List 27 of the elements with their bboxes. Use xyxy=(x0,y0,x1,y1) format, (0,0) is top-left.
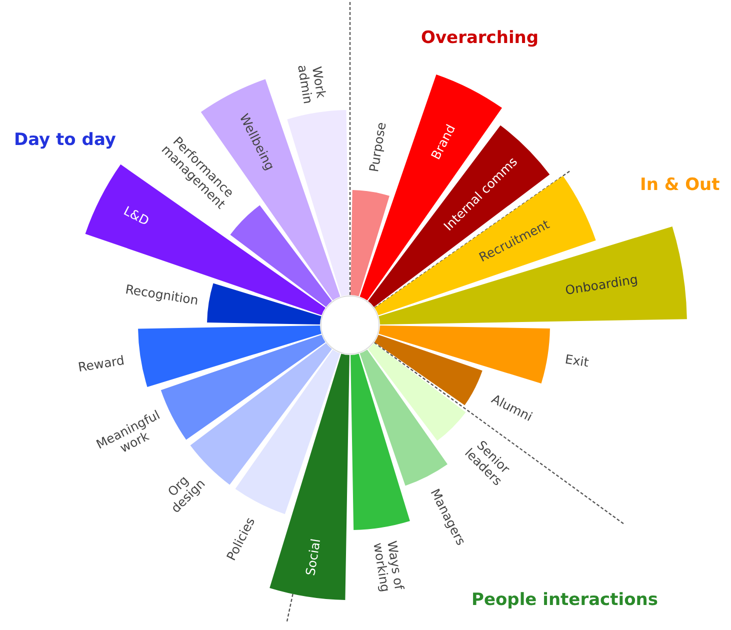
bar-label: Onboarding xyxy=(564,272,640,298)
radial-bar xyxy=(350,190,390,296)
bar-label: Exit xyxy=(564,352,590,370)
radial-bar xyxy=(378,326,550,384)
radial-bar xyxy=(287,110,350,296)
bar-label: Social xyxy=(303,538,324,577)
group-heading: People interactions xyxy=(472,590,658,610)
bar-label: L&D xyxy=(121,204,152,229)
radial-bar xyxy=(207,283,322,324)
bar-label: Work admin xyxy=(294,62,330,106)
bar-label: Purpose xyxy=(367,122,390,174)
radial-bar xyxy=(230,205,332,307)
radial-bar xyxy=(160,334,326,440)
radial-bar xyxy=(270,354,350,600)
radial-bar xyxy=(138,326,322,387)
radial-bar xyxy=(368,125,550,307)
radial-bar xyxy=(350,354,410,530)
radial-bar xyxy=(368,343,466,441)
bar-label: Ways of working xyxy=(370,539,408,596)
group-heading: Overarching xyxy=(421,28,539,48)
group-heading: Day to day xyxy=(14,130,116,150)
bar-label: Reward xyxy=(76,354,125,376)
bar-label: Recognition xyxy=(124,282,200,308)
radial-bar xyxy=(235,350,340,514)
group-heading: In & Out xyxy=(640,175,720,195)
radial-bar xyxy=(360,350,448,486)
radial-bar xyxy=(374,334,482,406)
